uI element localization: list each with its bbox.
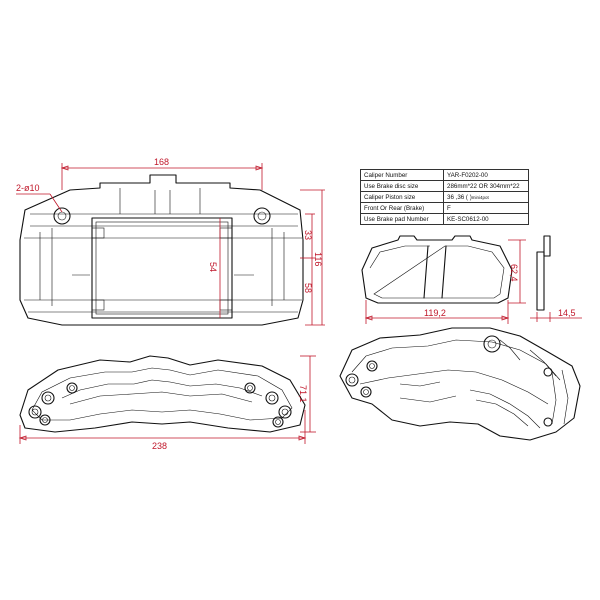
spec-row: Caliper Piston size 36 ,36 ( )mini4pot: [360, 191, 529, 203]
dim-inner-height: 54: [208, 262, 218, 272]
dim-side-width: 238: [152, 441, 167, 451]
spec-row: Caliper Number YAR-F0202-00: [360, 169, 529, 181]
spec-row: Use Brake pad Number KE-SC0612-00: [360, 213, 529, 225]
brake-pad-side-view: 14,5: [530, 235, 582, 322]
spec-row: Front Or Rear (Brake) F: [360, 202, 529, 214]
spec-row: Use Brake disc size 286mm*22 OR 304mm*22: [360, 180, 529, 192]
spec-label: Front Or Rear (Brake): [360, 202, 444, 214]
top-view-dimensions: 168 2-ø10 54 33 58 116: [16, 157, 325, 326]
dim-pad-height: 62,4: [509, 264, 519, 282]
caliper-3d-view: [339, 327, 581, 441]
spec-label: Use Brake disc size: [360, 180, 444, 192]
dim-holes: 2-ø10: [16, 183, 40, 193]
spec-label: Use Brake pad Number: [360, 213, 444, 225]
spec-value: YAR-F0202-00: [443, 169, 529, 181]
spec-label: Caliper Number: [360, 169, 444, 181]
spec-value: KE-SC0612-00: [443, 213, 529, 225]
dim-top-width: 168: [154, 157, 169, 167]
caliper-side-view: [19, 355, 306, 433]
pad-dimensions: 119,2 62,4: [364, 239, 526, 324]
spec-value: F: [443, 202, 529, 214]
spec-value-main: 36 ,36 ( ): [447, 193, 472, 201]
dim-lower-height: 58: [303, 283, 313, 293]
caliper-spec-table: Caliper Number YAR-F0202-00 Use Brake di…: [360, 169, 529, 225]
spec-value-note: mini4pot: [471, 194, 489, 200]
spec-label: Caliper Piston size: [360, 191, 444, 203]
dim-pad-width: 119,2: [424, 308, 446, 318]
spec-value: 36 ,36 ( )mini4pot: [443, 191, 529, 203]
dim-total-height: 116: [313, 252, 323, 266]
caliper-top-view: [19, 174, 304, 326]
dim-pad-thickness: 14,5: [558, 308, 576, 318]
side-view-dimensions: 238 71,1: [18, 355, 316, 451]
brake-pad-front-view: [361, 235, 513, 304]
spec-value: 286mm*22 OR 304mm*22: [443, 180, 529, 192]
dim-side-height: 71,1: [298, 385, 308, 403]
dim-upper-height: 33: [303, 230, 313, 240]
